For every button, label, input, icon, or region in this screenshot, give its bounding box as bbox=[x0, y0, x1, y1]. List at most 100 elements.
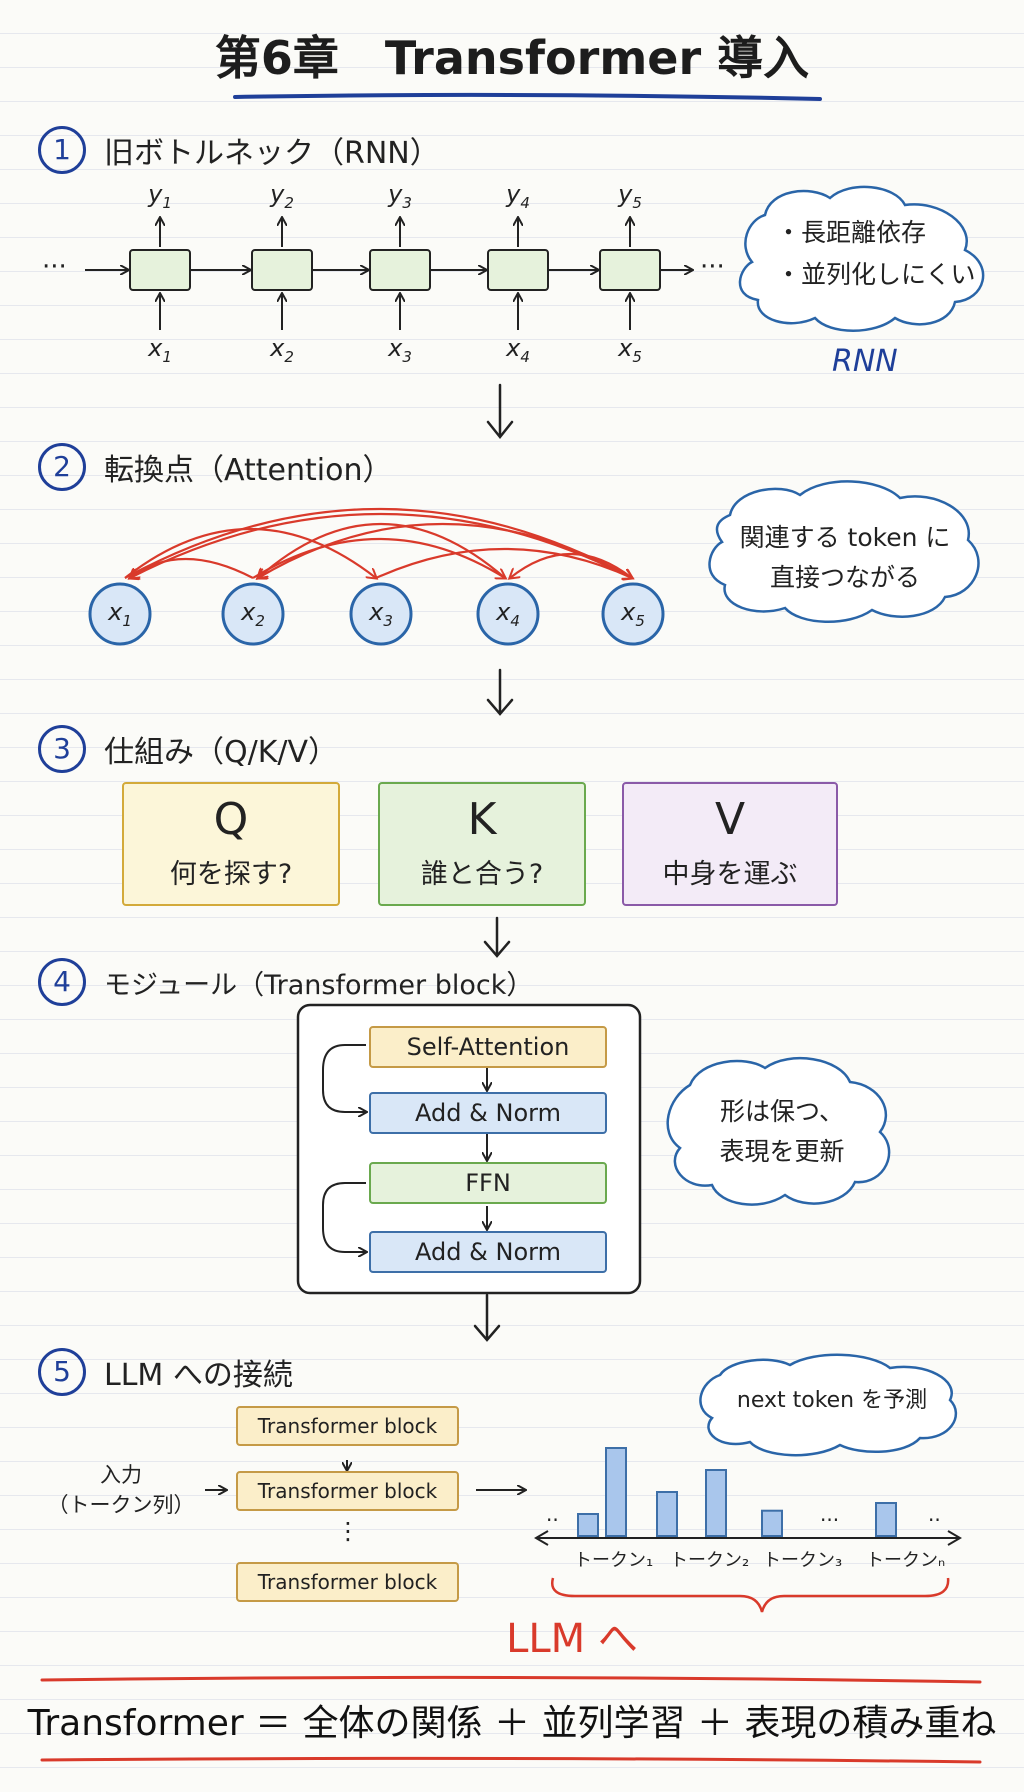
axis-dots-left: ·· bbox=[546, 1508, 559, 1532]
rnn-ellipsis-left: ··· bbox=[42, 252, 67, 282]
token-label: トークン₂ bbox=[670, 1550, 750, 1571]
title-underline bbox=[233, 92, 822, 101]
section-1-header: 1 旧ボトルネック（RNN） bbox=[38, 126, 440, 174]
rnn-cell bbox=[369, 218, 486, 330]
llm-brace bbox=[551, 1577, 950, 1613]
token-node bbox=[88, 582, 152, 646]
summary-line-bottom bbox=[40, 1756, 982, 1764]
token-node-label: x4 bbox=[496, 598, 520, 630]
token-label: トークン₃ bbox=[763, 1550, 843, 1571]
value-letter: V bbox=[714, 794, 746, 845]
token-bar bbox=[761, 1509, 783, 1537]
rnn-output-label: y5 bbox=[618, 180, 642, 212]
value-description: 中身を運ぶ bbox=[662, 859, 798, 890]
section-title: 旧ボトルネック（RNN） bbox=[104, 136, 440, 171]
rnn-cell-box bbox=[599, 249, 661, 291]
cloud-line: ・長距離依存 bbox=[776, 218, 927, 247]
rnn-cell-box bbox=[487, 249, 549, 291]
section-number: 3 bbox=[38, 725, 86, 773]
predict-cloud bbox=[699, 1353, 957, 1457]
section-title: 仕組み（Q/K/V） bbox=[104, 735, 339, 770]
transformer-block-n: Transformer block bbox=[236, 1562, 459, 1602]
attention-nodes bbox=[88, 582, 665, 646]
token-probability-chart bbox=[577, 1447, 897, 1537]
axis-dots-right: ·· bbox=[928, 1508, 941, 1532]
section-title: モジュール（Transformer block） bbox=[104, 969, 534, 1001]
self-attention-block: Self-Attention bbox=[369, 1026, 607, 1068]
rnn-label: RNN bbox=[832, 344, 898, 379]
rnn-input-label: x4 bbox=[506, 334, 530, 366]
section-5-header: 5 LLM への接続 bbox=[38, 1348, 293, 1396]
token-bar bbox=[577, 1513, 599, 1537]
transformer-block-1: Transformer block bbox=[236, 1406, 459, 1446]
token-node bbox=[476, 582, 540, 646]
token-node-label: x1 bbox=[108, 598, 132, 630]
rnn-input-label: x1 bbox=[148, 334, 172, 366]
token-node-label: x5 bbox=[621, 598, 645, 630]
rnn-cloud-text: ・長距離依存 ・並列化しにくい bbox=[776, 212, 976, 296]
rnn-cell-box bbox=[129, 249, 191, 291]
rnn-cloud bbox=[738, 185, 985, 332]
predict-cloud-text: next token を予測 bbox=[736, 1388, 928, 1413]
add-norm-block: Add & Norm bbox=[369, 1231, 607, 1273]
rnn-chain bbox=[85, 218, 692, 330]
key-description: 誰と合う? bbox=[420, 859, 544, 890]
rnn-cell-box bbox=[251, 249, 313, 291]
rnn-output-label: y4 bbox=[506, 180, 530, 212]
value-box: V 中身を運ぶ bbox=[622, 782, 838, 906]
attention-arcs bbox=[124, 507, 632, 578]
ffn-block: FFN bbox=[369, 1162, 607, 1204]
token-node bbox=[601, 582, 665, 646]
axis-dots-middle: ··· bbox=[820, 1508, 840, 1532]
section-4-header: 4 モジュール（Transformer block） bbox=[38, 958, 533, 1006]
summary-line-top bbox=[40, 1675, 982, 1684]
token-node-label: x2 bbox=[241, 598, 265, 630]
key-box: K 誰と合う? bbox=[378, 782, 586, 906]
token-bar bbox=[875, 1502, 897, 1537]
llm-label: LLM へ bbox=[506, 1616, 638, 1662]
transformer-block-2: Transformer block bbox=[236, 1471, 459, 1511]
rnn-output-label: y1 bbox=[148, 180, 172, 212]
rnn-cell bbox=[487, 218, 598, 330]
add-norm-block: Add & Norm bbox=[369, 1092, 607, 1134]
token-node bbox=[349, 582, 413, 646]
section-number: 5 bbox=[38, 1348, 86, 1396]
input-label-line: （トークン列） bbox=[47, 1493, 195, 1517]
rnn-input-label: x3 bbox=[388, 334, 412, 366]
query-letter: Q bbox=[213, 794, 249, 845]
summary-formula: Transformer ＝ 全体の関係 ＋ 並列学習 ＋ 表現の積み重ね bbox=[27, 1703, 997, 1744]
rnn-output-label: y3 bbox=[388, 180, 412, 212]
section-title: LLM への接続 bbox=[104, 1358, 293, 1393]
rnn-ellipsis-right: ··· bbox=[700, 252, 725, 282]
cloud-line: ・並列化しにくい bbox=[776, 260, 976, 289]
token-label: トークンₙ bbox=[866, 1550, 946, 1571]
module-cloud-text: 形は保つ、 表現を更新 bbox=[672, 1092, 892, 1172]
page-title: 第6章 Transformer 導入 bbox=[214, 31, 810, 85]
attention-cloud-text: 関連する token に 直接つながる bbox=[715, 518, 975, 598]
cloud-line: 表現を更新 bbox=[719, 1137, 845, 1166]
rnn-input-label: x2 bbox=[270, 334, 294, 366]
token-node-label: x3 bbox=[369, 598, 393, 630]
section-title: 転換点（Attention） bbox=[104, 453, 393, 488]
rnn-input-label: x5 bbox=[618, 334, 642, 366]
rnn-cell bbox=[129, 218, 250, 330]
token-bar bbox=[705, 1469, 727, 1537]
cloud-line: 直接つながる bbox=[769, 563, 920, 592]
query-description: 何を探す? bbox=[169, 859, 293, 890]
attention-cloud bbox=[708, 480, 980, 624]
section-number: 1 bbox=[38, 126, 86, 174]
transformer-block-frame bbox=[296, 1003, 642, 1295]
rnn-output-label: y2 bbox=[270, 180, 294, 212]
rnn-cell-box bbox=[369, 249, 431, 291]
section-2-header: 2 転換点（Attention） bbox=[38, 443, 392, 491]
cloud-line: 関連する token に bbox=[739, 523, 951, 552]
section-number: 4 bbox=[38, 958, 86, 1006]
token-label: トークン₁ bbox=[574, 1550, 654, 1571]
query-box: Q 何を探す? bbox=[122, 782, 340, 906]
section-3-header: 3 仕組み（Q/K/V） bbox=[38, 725, 338, 773]
stack-ellipsis: ⋮ bbox=[336, 1517, 360, 1545]
token-bar bbox=[605, 1447, 627, 1537]
rnn-cell bbox=[251, 218, 368, 330]
token-bar bbox=[656, 1491, 678, 1537]
